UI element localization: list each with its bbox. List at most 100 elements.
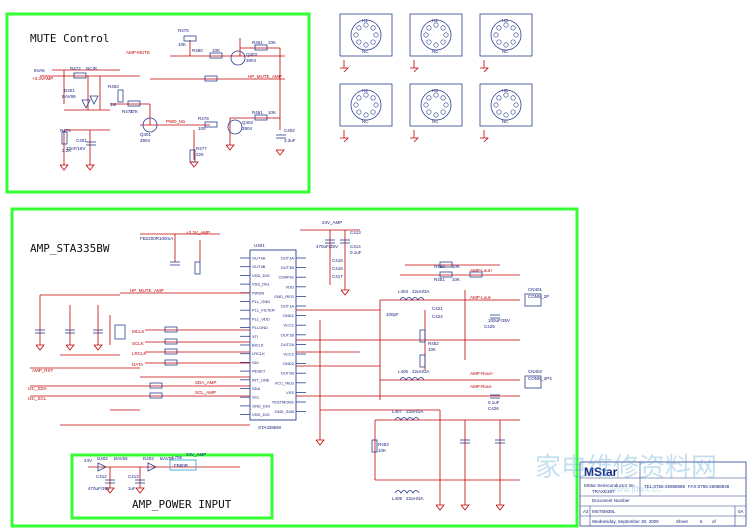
svg-text:3904: 3904	[140, 138, 151, 143]
svg-text:6: 6	[700, 519, 703, 524]
svg-text:BAV55: BAV55	[160, 456, 174, 461]
connector-ref: H1	[362, 18, 368, 23]
svg-text:100: 100	[198, 126, 206, 131]
ic-pin-label: RESET	[252, 369, 266, 374]
svg-text:C402: C402	[284, 128, 295, 133]
ic-pin-label: OUT1A	[281, 304, 295, 309]
svg-text:Sheet: Sheet	[676, 519, 689, 524]
svg-text:R463: R463	[108, 84, 119, 89]
svg-text:FB60R: FB60R	[174, 463, 189, 468]
svg-text:D403: D403	[143, 456, 154, 461]
svg-text:C424: C424	[432, 314, 443, 319]
svg-text:FB2200R100mA: FB2200R100mA	[140, 236, 173, 241]
mute-control-frame	[5, 12, 311, 194]
ic-pin-label: GND1	[283, 313, 295, 318]
brand-logo: MStar	[584, 465, 618, 479]
svg-text:10K: 10K	[268, 110, 276, 115]
svg-text:3904: 3904	[242, 126, 253, 131]
svg-text:R472: R472	[70, 66, 81, 71]
svg-text:10K: 10K	[268, 40, 276, 45]
svg-text:1uF: 1uF	[128, 486, 136, 491]
ic-pin-label: OUT2A	[281, 342, 295, 347]
svg-text:100uF/35V: 100uF/35V	[488, 318, 510, 323]
svg-text:TRAXE387: TRAXE387	[592, 489, 615, 494]
ic-pin-label: PLL_VDD	[252, 316, 270, 321]
svg-text:22nF/16V: 22nF/16V	[66, 146, 86, 151]
svg-text:10K: 10K	[428, 347, 436, 352]
svg-text:STA335BW: STA335BW	[258, 425, 282, 430]
svg-text:R461: R461	[252, 110, 263, 115]
svg-text:22uH/3A: 22uH/3A	[412, 289, 430, 294]
svg-text:Document Number: Document Number	[592, 498, 630, 503]
svg-text:C426: C426	[488, 406, 499, 411]
svg-text:AMP-Lout+: AMP-Lout+	[470, 268, 493, 273]
power-input-title: AMP_POWER INPUT	[132, 498, 232, 511]
ic-pin-label: VCC2	[283, 352, 294, 357]
amp-ic: U401 STA335BW OUT4AOUT4BVDD_DIGVSS_DIGPW…	[240, 243, 306, 430]
svg-text:AMP_RST: AMP_RST	[32, 368, 54, 373]
ic-pin-label: CONFIG	[278, 275, 294, 280]
svg-text:CN402: CN402	[528, 369, 543, 374]
svg-text:AMP-Rout-: AMP-Rout-	[470, 384, 493, 389]
amp-circuit: 24V_AMP +3.3V_AMP FB2200R100mA HP_MUTE_A…	[28, 220, 552, 511]
svg-text:BAV99: BAV99	[62, 94, 76, 99]
ic-pin-label: GND_DIG	[252, 403, 270, 408]
svg-text:R452: R452	[428, 341, 439, 346]
ic-pin-label: PLL_GND	[252, 299, 270, 304]
svg-text:3904: 3904	[246, 58, 257, 63]
svg-text:0.1uF: 0.1uF	[488, 400, 500, 405]
svg-text:L405: L405	[398, 369, 409, 374]
svg-text:MCLK: MCLK	[132, 329, 145, 334]
svg-text:10K: 10K	[452, 264, 460, 269]
connector-ref: H5	[432, 88, 438, 93]
ic-pin-label: TESTMODE	[272, 400, 295, 405]
connector-ref: H2	[432, 18, 438, 23]
svg-text:0A: 0A	[738, 509, 744, 514]
svg-text:L407: L407	[392, 409, 403, 414]
svg-text:R451: R451	[434, 277, 445, 282]
svg-text:24V_AMP: 24V_AMP	[322, 220, 342, 225]
svg-text:SDA_AMP: SDA_AMP	[195, 380, 217, 385]
ic-pin-label: OUT1B	[281, 332, 295, 337]
svg-text:CONN_2P: CONN_2P	[528, 294, 549, 299]
ic-pin-label: INT_LINE	[252, 377, 270, 382]
svg-text:AMP-MUTE: AMP-MUTE	[126, 50, 150, 55]
svg-text:+3.3V_AMP: +3.3V_AMP	[186, 230, 210, 235]
power-input-circuit: 24V 24V_AMP D402 BAV55 D403 BAV55 L706 F…	[84, 452, 240, 494]
svg-text:MST6M39L: MST6M39L	[592, 509, 616, 514]
svg-text:家电维修资料网: 家电维修资料网	[535, 452, 717, 482]
svg-text:0.1uF: 0.1uF	[350, 250, 362, 255]
connector-nc-label: NC	[502, 49, 509, 54]
svg-text:R474: R474	[60, 128, 71, 133]
ic-pin-label: GND_REG	[274, 294, 294, 299]
svg-text:C414: C414	[350, 244, 361, 249]
connector-ref: H6	[502, 88, 508, 93]
svg-text:5VA6: 5VA6	[34, 68, 45, 73]
svg-text:10K: 10K	[378, 448, 386, 453]
ic-pin-label: VDD	[286, 284, 295, 289]
connector-nc-label: NC	[362, 119, 369, 124]
ic-pin-label: OUT3B	[281, 265, 295, 270]
svg-text:24V_AMP: 24V_AMP	[186, 452, 206, 457]
svg-text:470uF/35V: 470uF/35V	[316, 244, 338, 249]
ic-pin-label: VDD_DIG	[252, 273, 270, 278]
ic-pin-label: PWDN	[252, 290, 264, 295]
svg-text:22uH/3A: 22uH/3A	[412, 369, 430, 374]
ic-pin-label: VCC1	[283, 323, 294, 328]
connector-nc-label: NC	[502, 119, 509, 124]
svg-text:Wednesday, September 30, 2009: Wednesday, September 30, 2009	[592, 519, 659, 524]
svg-text:24V: 24V	[84, 458, 92, 463]
ic-pin-label: SDA	[252, 386, 261, 391]
ic-pin-label: GND2	[283, 361, 295, 366]
svg-text:BAV55: BAV55	[114, 456, 128, 461]
ic-pin-label: OUT4B	[252, 264, 266, 269]
svg-text:SCLK: SCLK	[132, 341, 144, 346]
svg-text:R477: R477	[196, 146, 207, 151]
svg-text:C415: C415	[332, 258, 343, 263]
